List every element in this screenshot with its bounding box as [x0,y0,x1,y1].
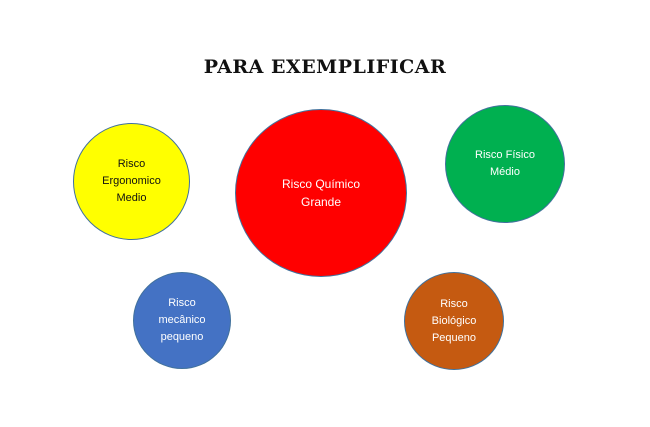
risk-label-ergonomico: Risco Ergonomico Medio [102,158,161,204]
risk-label-biologico: Risco Biológico Pequeno [431,297,477,344]
risk-circle-biologico: Risco Biológico Pequeno [404,272,504,370]
risk-circle-quimico: Risco Químico Grande [235,109,407,277]
risk-label-mecanico: Risco mecânico pequeno [158,297,206,343]
risk-circle-fisico: Risco Físico Médio [445,105,565,223]
risk-label-quimico: Risco Químico Grande [281,177,361,209]
risk-circle-ergonomico: Risco Ergonomico Medio [73,123,190,240]
risk-label-fisico: Risco Físico Médio [475,149,535,178]
diagram-title: PARA EXEMPLIFICAR [203,56,447,78]
risk-circle-mecanico: Risco mecânico pequeno [133,272,231,369]
